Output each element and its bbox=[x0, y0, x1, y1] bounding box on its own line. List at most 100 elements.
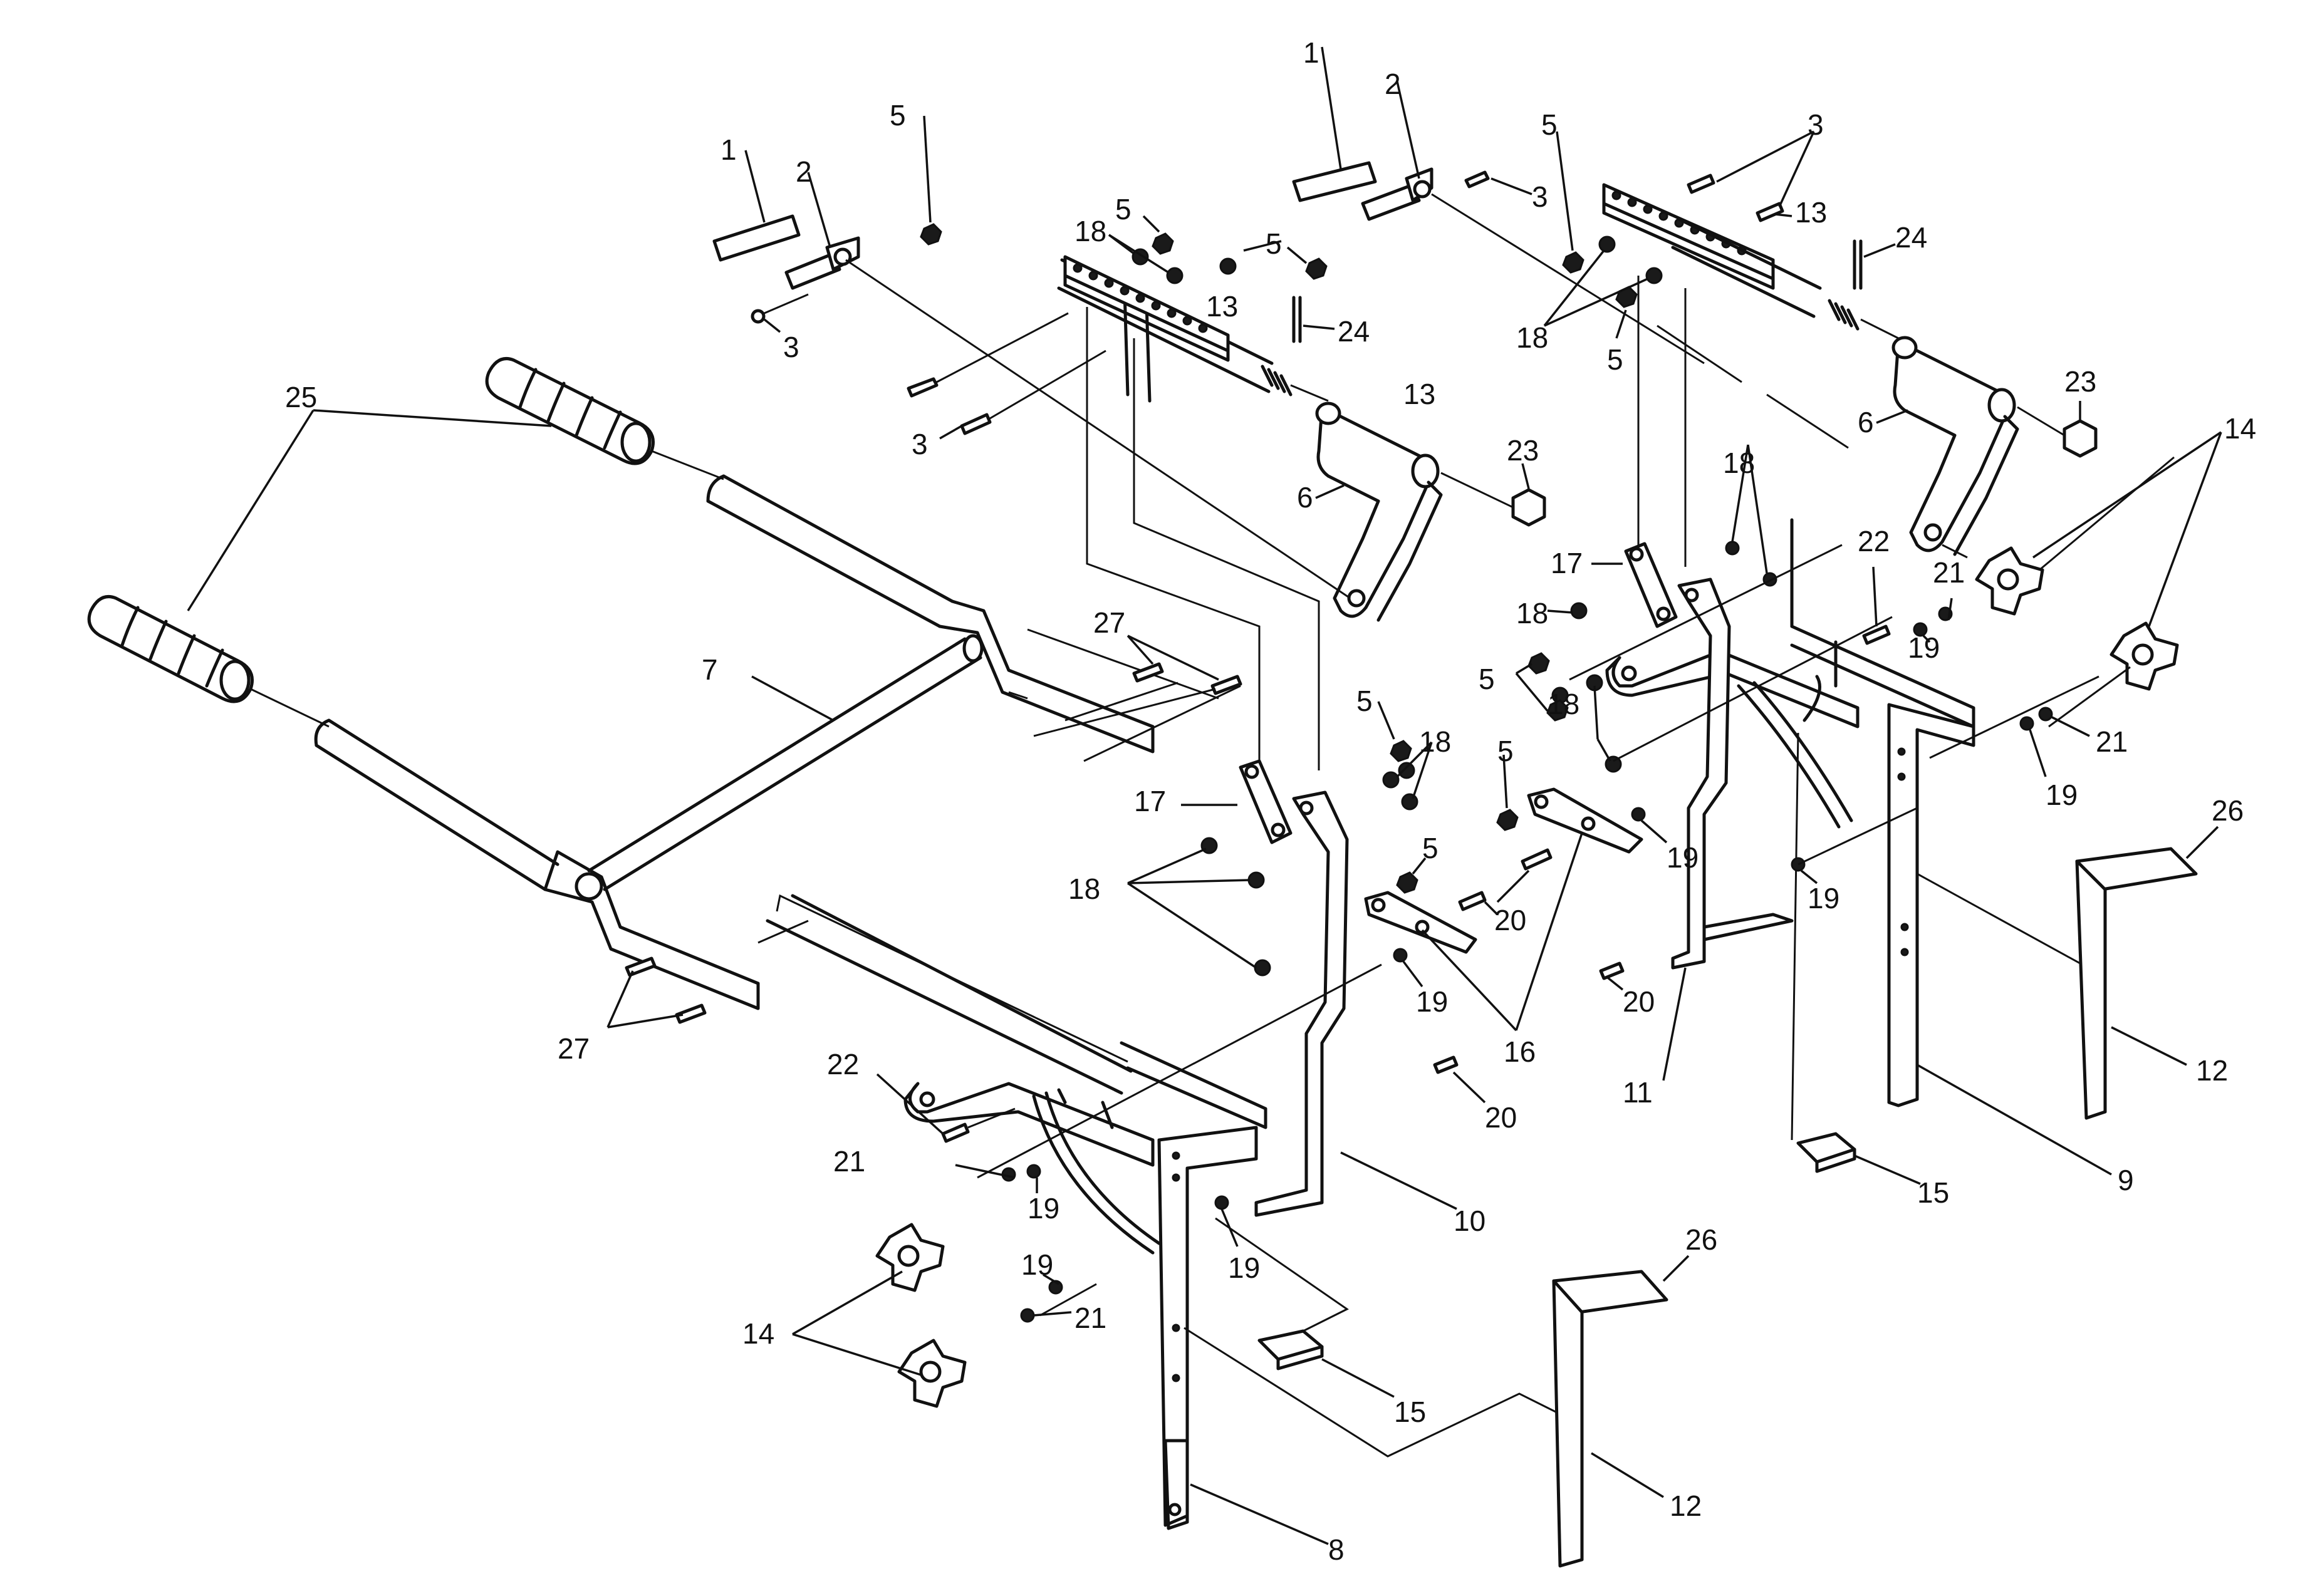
callout-1: 1 bbox=[1303, 36, 1319, 69]
callout-3: 3 bbox=[1808, 108, 1824, 141]
quadrant-right bbox=[1737, 675, 1853, 829]
callout-3: 3 bbox=[783, 331, 799, 363]
quadrant-left bbox=[1032, 1088, 1161, 1255]
callout-17: 17 bbox=[1134, 785, 1166, 817]
lower-arm-left bbox=[757, 894, 1267, 1167]
brace-16 bbox=[1364, 787, 1643, 1032]
callout-5: 5 bbox=[1266, 227, 1282, 260]
callout-7: 7 bbox=[702, 653, 718, 686]
callout-24: 24 bbox=[1895, 221, 1927, 254]
callout-15: 15 bbox=[1917, 1176, 1949, 1209]
callout-16: 16 bbox=[1504, 1035, 1536, 1068]
pin-24-left bbox=[1292, 296, 1335, 343]
callout-2: 2 bbox=[796, 155, 812, 188]
callout-23: 23 bbox=[1507, 434, 1539, 467]
callout-8: 8 bbox=[1328, 1533, 1345, 1566]
callout-20: 20 bbox=[1485, 1101, 1517, 1134]
callout-5: 5 bbox=[1541, 108, 1558, 141]
foot-15-right bbox=[1791, 732, 1921, 1185]
pin-24-right bbox=[1853, 239, 1896, 290]
callout-25: 25 bbox=[285, 381, 317, 413]
callout-13: 13 bbox=[1795, 196, 1827, 229]
callout-10: 10 bbox=[1454, 1205, 1485, 1237]
foot-26-left bbox=[1184, 1255, 1690, 1568]
callout-26: 26 bbox=[1685, 1223, 1717, 1256]
lever-11 bbox=[1662, 578, 1794, 1081]
lower-arm-right bbox=[1605, 518, 1975, 728]
hardware-washers bbox=[606, 444, 2099, 1323]
callout-13: 13 bbox=[1403, 378, 1435, 410]
callout-19: 19 bbox=[1028, 1192, 1059, 1225]
callout-12: 12 bbox=[2196, 1054, 2228, 1087]
callout-27: 27 bbox=[1093, 606, 1125, 639]
nut-5-right bbox=[1556, 131, 1638, 339]
callout-18: 18 bbox=[1723, 447, 1755, 479]
callout-2: 2 bbox=[1385, 68, 1401, 100]
callout-18: 18 bbox=[1516, 321, 1548, 354]
callout-18: 18 bbox=[1074, 215, 1106, 247]
callout-18: 18 bbox=[1068, 873, 1100, 905]
callout-3: 3 bbox=[1532, 180, 1548, 213]
screw-3-right bbox=[1464, 130, 1815, 222]
callout-14: 14 bbox=[2224, 412, 2256, 445]
hand-grip-25 bbox=[87, 357, 724, 728]
callout-21: 21 bbox=[833, 1145, 865, 1178]
callout-24: 24 bbox=[1338, 315, 1370, 348]
bracket-2-right bbox=[1361, 81, 1705, 365]
screw-3 bbox=[751, 293, 1106, 440]
handle-frame-7 bbox=[314, 474, 1155, 1010]
callout-21: 21 bbox=[2096, 725, 2128, 758]
callout-labels: 1 1 2 2 3 3 3 3 5 5 5 5 5 5 5 5 5 6 6 7 … bbox=[285, 36, 2256, 1566]
callout-6: 6 bbox=[1858, 406, 1874, 438]
callout-19: 19 bbox=[1667, 841, 1699, 874]
nut-5 bbox=[920, 115, 1328, 280]
callout-5: 5 bbox=[1356, 685, 1373, 717]
callout-6: 6 bbox=[1297, 481, 1313, 514]
nut-23-right bbox=[2017, 401, 2098, 458]
callout-26: 26 bbox=[2212, 794, 2244, 827]
plate-1-left bbox=[712, 150, 801, 262]
callout-17: 17 bbox=[1551, 547, 1583, 579]
callout-18: 18 bbox=[1419, 725, 1451, 758]
leg-8 bbox=[1157, 1126, 1329, 1545]
washer-18-right bbox=[1543, 236, 1663, 327]
callout-5: 5 bbox=[1422, 832, 1439, 864]
callout-19: 19 bbox=[1808, 882, 1839, 915]
callout-1: 1 bbox=[721, 133, 737, 166]
foot-26-right bbox=[2075, 826, 2219, 1120]
callout-22: 22 bbox=[1858, 525, 1890, 557]
callout-18: 18 bbox=[1516, 597, 1548, 630]
callout-19: 19 bbox=[1416, 985, 1448, 1018]
leg-9 bbox=[1887, 703, 2112, 1176]
callout-20: 20 bbox=[1623, 985, 1655, 1018]
callout-22: 22 bbox=[827, 1048, 859, 1080]
callout-21: 21 bbox=[1933, 556, 1965, 589]
link-17-right bbox=[1591, 542, 1678, 628]
pivot-arm-6-left bbox=[1315, 402, 1443, 622]
callout-15: 15 bbox=[1394, 1396, 1426, 1428]
callout-19: 19 bbox=[1908, 631, 1940, 664]
callout-5: 5 bbox=[1497, 735, 1514, 767]
callout-20: 20 bbox=[1494, 904, 1526, 936]
assembly-guides bbox=[1008, 276, 1968, 770]
callout-3: 3 bbox=[912, 428, 928, 460]
callout-19: 19 bbox=[1021, 1248, 1053, 1281]
callout-19: 19 bbox=[2046, 779, 2078, 811]
callout-9: 9 bbox=[2118, 1164, 2134, 1196]
callout-14: 14 bbox=[742, 1317, 774, 1350]
callout-5: 5 bbox=[1115, 193, 1132, 225]
washer-18 bbox=[1108, 234, 1184, 284]
callout-23: 23 bbox=[2064, 365, 2096, 398]
callout-13: 13 bbox=[1206, 290, 1238, 323]
callout-5: 5 bbox=[1479, 663, 1495, 695]
callout-19: 19 bbox=[1228, 1251, 1260, 1284]
callout-5: 5 bbox=[1607, 343, 1623, 376]
lever-10 bbox=[1254, 790, 1457, 1217]
knob-14 bbox=[792, 431, 2222, 1408]
pivot-arm-6-right bbox=[1876, 336, 2019, 556]
callout-18: 18 bbox=[1548, 688, 1579, 720]
link-17-left bbox=[1181, 759, 1293, 844]
callout-11: 11 bbox=[1623, 1076, 1653, 1109]
callout-27: 27 bbox=[558, 1032, 590, 1065]
